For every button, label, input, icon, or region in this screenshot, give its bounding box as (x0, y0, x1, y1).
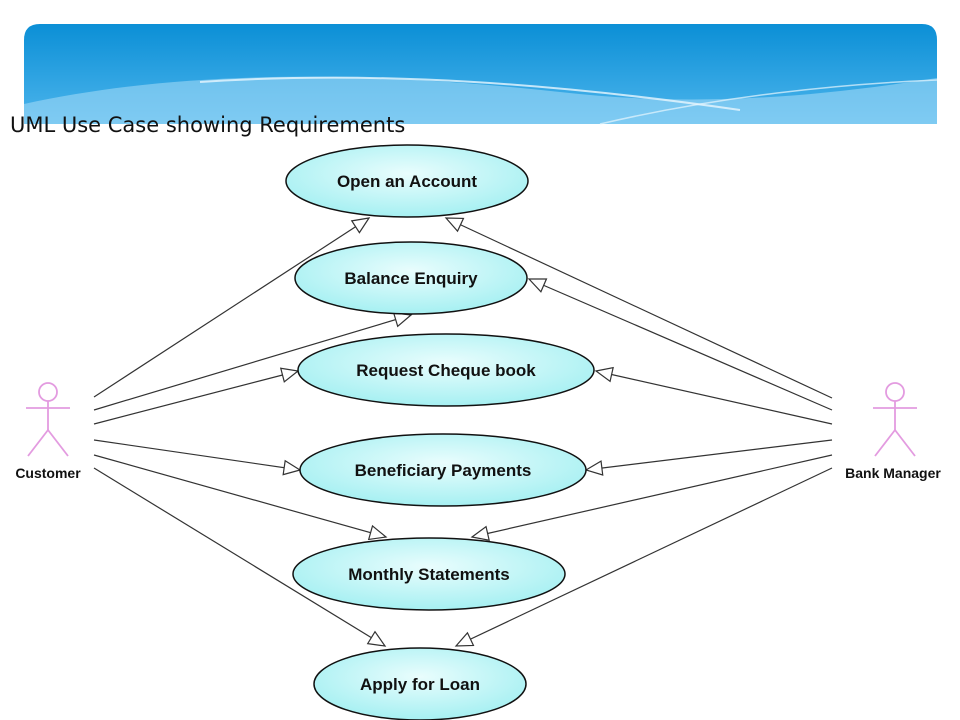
actor-customer[interactable]: Customer (15, 382, 81, 481)
association-customer-beneficiary (93, 439, 302, 476)
use-case-label: Request Cheque book (356, 361, 536, 380)
use-case-label: Monthly Statements (348, 565, 510, 584)
use-case-request-cheque-book[interactable]: Request Cheque book (297, 333, 595, 407)
arrowhead-icon (470, 525, 490, 542)
slide-title: UML Use Case showing Requirements (10, 113, 406, 137)
actor-label: Customer (15, 465, 81, 481)
arrowhead-icon (392, 312, 413, 328)
use-case-monthly-statements[interactable]: Monthly Statements (292, 537, 566, 611)
stick-figure-icon (873, 382, 917, 457)
use-case-balance-enquiry[interactable]: Balance Enquiry (294, 241, 528, 315)
use-case-beneficiary-payments[interactable]: Beneficiary Payments (299, 433, 587, 507)
arrowhead-icon (282, 459, 302, 476)
use-case-label: Apply for Loan (360, 675, 480, 694)
arrowhead-icon (444, 217, 465, 233)
use-case-label: Open an Account (337, 172, 477, 191)
association-bank_manager-open_account (444, 217, 833, 399)
association-bank_manager-beneficiary (584, 439, 833, 476)
association-customer-request_cheque (93, 367, 300, 425)
association-bank_manager-apply_loan (454, 467, 833, 647)
banner-swoosh-line (199, 76, 741, 111)
association-customer-monthly_statements (93, 454, 388, 541)
arrowhead-icon (454, 631, 475, 647)
arrowhead-icon (527, 278, 548, 293)
association-bank_manager-request_cheque (594, 366, 833, 425)
banner-swoosh-line-2 (599, 79, 938, 125)
association-customer-open_account (93, 217, 371, 398)
banner-swoosh-light (24, 76, 937, 124)
actor-bank-manager[interactable]: Bank Manager (845, 382, 941, 481)
arrowhead-icon (366, 630, 387, 647)
association-customer-balance_enquiry (93, 312, 413, 411)
associations-layer (93, 217, 833, 647)
use-case-open-account[interactable]: Open an Account (285, 144, 529, 218)
association-customer-apply_loan (93, 467, 387, 647)
use-case-apply-for-loan[interactable]: Apply for Loan (313, 647, 527, 720)
arrowhead-icon (584, 460, 604, 476)
arrowhead-icon (594, 366, 614, 383)
slide-banner (24, 24, 938, 125)
stick-figure-icon (26, 382, 70, 457)
arrowhead-icon (350, 217, 371, 234)
association-bank_manager-balance_enquiry (527, 278, 833, 411)
use-case-label: Beneficiary Payments (355, 461, 532, 480)
arrowhead-icon (367, 524, 388, 541)
association-bank_manager-monthly_statements (470, 454, 833, 542)
arrowhead-icon (279, 367, 300, 383)
actor-label: Bank Manager (845, 465, 941, 481)
use-case-label: Balance Enquiry (344, 269, 478, 288)
